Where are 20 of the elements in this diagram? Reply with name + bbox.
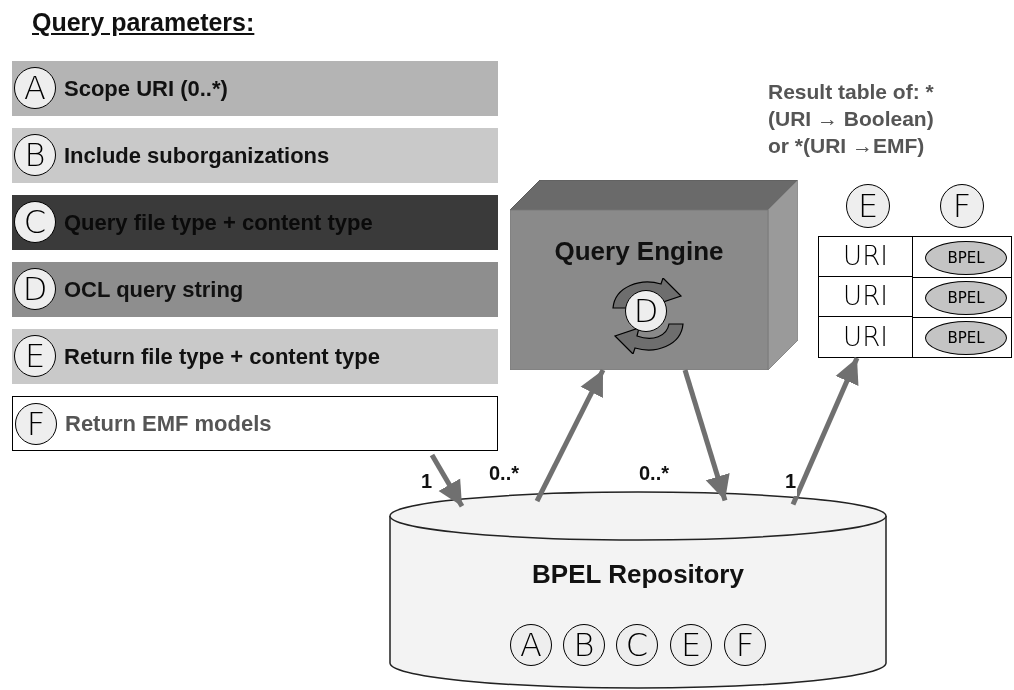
table-cell-text: URI: [842, 240, 889, 273]
bpel-ellipse: BPEL: [925, 281, 1007, 315]
bpel-ellipse: BPEL: [925, 321, 1007, 355]
engine-title: Query Engine: [553, 235, 725, 268]
arrow: [790, 357, 860, 506]
repository-title: BPEL Repository: [531, 558, 745, 591]
panel-heading: Query parameters:: [32, 7, 255, 38]
arrow: [429, 453, 465, 508]
table-cell-text: URI: [842, 280, 889, 313]
arrow: [534, 368, 606, 503]
arrow: [682, 369, 730, 502]
parameter-bar: B Include suborganizations: [12, 128, 498, 183]
result-table: [818, 236, 1012, 358]
result-caption: Result table of: *(URI → Boolean) or *(URI →EMF): [768, 79, 935, 159]
parameter-bar: A Scope URI (0..*): [12, 61, 498, 116]
parameter-bar: D OCL query string: [12, 262, 498, 317]
parameter-bar: E Return file type + content type: [12, 329, 498, 384]
bpel-ellipse: BPEL: [925, 241, 1007, 275]
parameter-bar: F Return EMF models: [12, 396, 498, 451]
table-cell-text: URI: [842, 320, 889, 354]
